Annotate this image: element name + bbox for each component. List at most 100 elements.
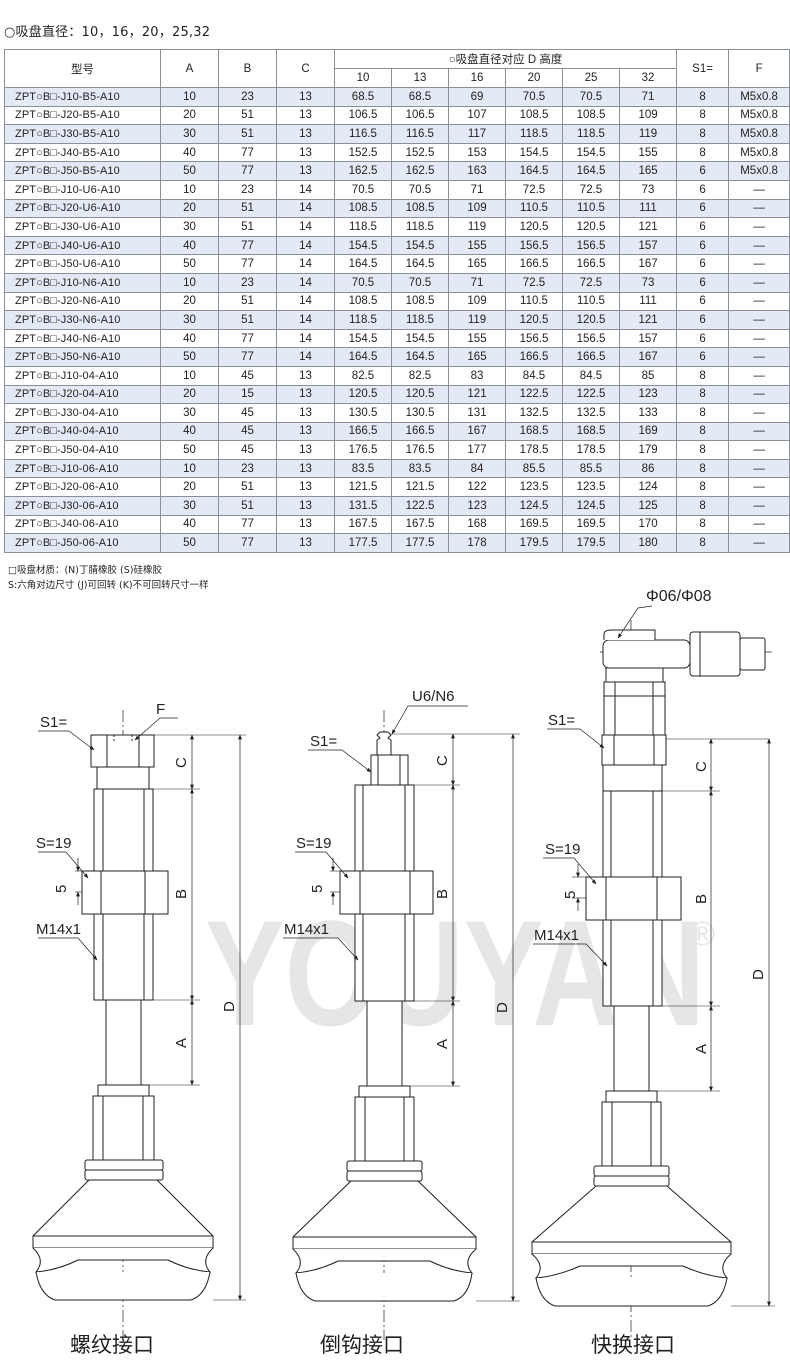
col-header-f: F: [728, 49, 790, 88]
middle-caption: 倒钩接口: [320, 1333, 404, 1357]
table-cell: 50: [160, 254, 219, 274]
table-cell: 164.5: [391, 254, 449, 274]
model-cell: ZPT○B□-J40-U6-A10: [4, 235, 161, 256]
table-cell: 119: [618, 124, 678, 144]
table-cell: 110.5: [505, 291, 563, 312]
table-cell: 14: [276, 328, 335, 349]
model-cell: ZPT○B□-J10-N6-A10: [4, 272, 161, 293]
table-cell: 178.5: [562, 440, 620, 460]
model-cell: ZPT○B□-J20-04-A10: [4, 384, 161, 405]
left-caption: 螺纹接口: [70, 1333, 154, 1357]
table-cell: 77: [218, 142, 277, 163]
left-s1-label: S1=: [40, 714, 67, 731]
left-f-label: F: [156, 701, 165, 718]
left-s19-label: S=19: [36, 835, 71, 852]
model-cell: ZPT○B□-J20-N6-A10: [4, 291, 161, 312]
table-cell: 156.5: [562, 328, 620, 349]
table-cell: 70.5: [391, 272, 449, 293]
left-dim-d: D: [221, 1001, 238, 1012]
table-cell: 30: [160, 124, 219, 144]
table-cell: 166.5: [562, 254, 620, 274]
figure-barb-port: [283, 705, 520, 1340]
middle-thread-label: M14x1: [284, 921, 329, 938]
table-cell: 121: [448, 384, 506, 405]
left-dim-b: B: [173, 889, 190, 899]
table-cell: —: [728, 235, 790, 256]
table-cell: 169: [618, 421, 678, 442]
table-cell: 121.5: [391, 477, 449, 498]
table-cell: 23: [218, 272, 277, 293]
table-cell: 83: [448, 365, 506, 386]
table-cell: 14: [276, 272, 335, 293]
table-cell: 162.5: [334, 161, 392, 181]
table-cell: 154.5: [334, 328, 392, 349]
table-cell: 10: [160, 87, 219, 107]
table-cell: 14: [276, 217, 335, 237]
table-cell: 108.5: [334, 198, 392, 219]
table-cell: 118.5: [562, 124, 620, 144]
table-cell: 118.5: [505, 124, 563, 144]
diameter-heading: ○吸盘直径：10，16，20，25,32: [4, 25, 211, 40]
table-cell: 51: [218, 477, 277, 498]
table-cell: 154.5: [391, 328, 449, 349]
table-cell: 131.5: [334, 496, 392, 516]
table-cell: 152.5: [334, 142, 392, 163]
model-cell: ZPT○B□-J20-U6-A10: [4, 198, 161, 219]
table-cell: 14: [276, 310, 335, 330]
table-cell: 122: [448, 477, 506, 498]
table-cell: 77: [218, 161, 277, 181]
figure-quick-connector: [531, 605, 775, 1340]
model-cell: ZPT○B□-J50-B5-A10: [4, 161, 161, 181]
table-cell: 168.5: [505, 421, 563, 442]
table-cell: 156.5: [505, 235, 563, 256]
table-cell: 51: [218, 310, 277, 330]
table-cell: 14: [276, 235, 335, 256]
table-cell: 8: [676, 142, 730, 163]
table-cell: 13: [276, 458, 335, 479]
table-cell: 50: [160, 440, 219, 460]
table-cell: 14: [276, 179, 335, 200]
table-cell: 132.5: [562, 403, 620, 423]
table-cell: M5x0.8: [728, 142, 790, 163]
table-cell: 167.5: [334, 514, 392, 535]
table-cell: 13: [276, 87, 335, 107]
table-cell: 40: [160, 421, 219, 442]
table-cell: 70.5: [505, 87, 563, 107]
table-cell: 130.5: [334, 403, 392, 423]
table-cell: 70.5: [334, 179, 392, 200]
table-cell: 120.5: [391, 384, 449, 405]
col-header-c: C: [276, 49, 335, 88]
table-cell: 118.5: [334, 217, 392, 237]
table-cell: 51: [218, 217, 277, 237]
table-cell: 84: [448, 458, 506, 479]
right-dim-c: C: [693, 761, 710, 772]
table-cell: 123.5: [505, 477, 563, 498]
table-cell: 154.5: [334, 235, 392, 256]
table-cell: 20: [160, 105, 219, 126]
table-cell: 111: [618, 198, 678, 219]
table-cell: —: [728, 440, 790, 460]
middle-s19-label: S=19: [296, 835, 331, 852]
table-cell: 86: [618, 458, 678, 479]
table-cell: 163: [448, 161, 506, 181]
table-cell: 157: [618, 235, 678, 256]
table-cell: 166.5: [562, 347, 620, 367]
table-cell: 166.5: [505, 347, 563, 367]
table-cell: M5x0.8: [728, 105, 790, 126]
col-header-d13: 13: [391, 68, 449, 88]
table-cell: 10: [160, 365, 219, 386]
table-cell: 110.5: [562, 291, 620, 312]
table-cell: 156.5: [562, 235, 620, 256]
right-dim-5: 5: [562, 891, 579, 899]
table-cell: 84.5: [505, 365, 563, 386]
table-cell: 155: [448, 328, 506, 349]
table-cell: 72.5: [562, 272, 620, 293]
table-cell: 6: [676, 235, 730, 256]
table-cell: 164.5: [391, 347, 449, 367]
middle-port-label: U6/N6: [412, 688, 455, 705]
